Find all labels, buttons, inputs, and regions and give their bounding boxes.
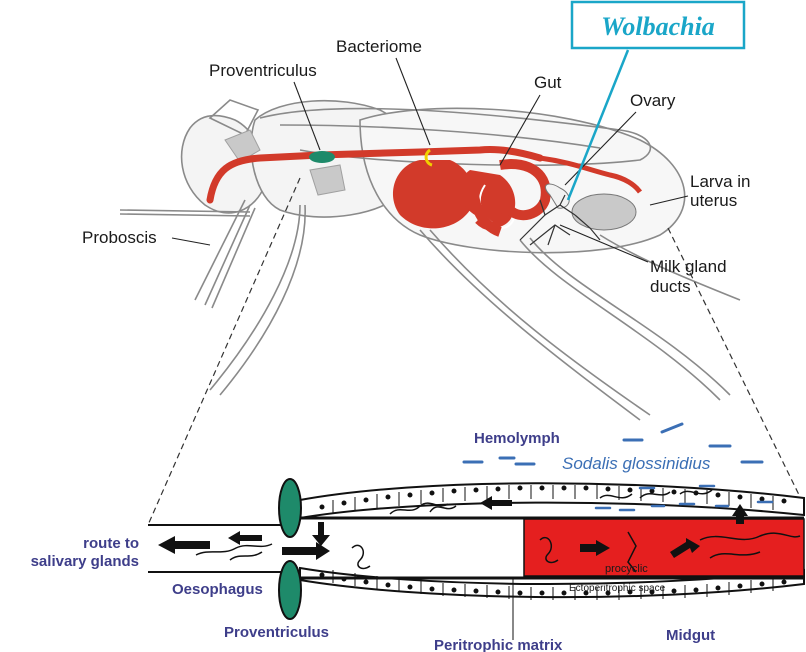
hemolymph-label: Hemolymph [474,430,560,447]
fly-body-outline [120,100,740,420]
proboscis-label: Proboscis [82,228,157,247]
larva-in-uterus [572,194,636,230]
sodalis-label: Sodalis glossinidius [562,454,711,473]
larva-label-line1: Larva in [690,172,750,191]
milk-gland-label-line2: ducts [650,277,691,296]
proventriculus-organ [309,151,335,163]
peritrophic-matrix-label: Peritrophic matrix [434,637,563,652]
wolbachia-label: Wolbachia [601,12,715,41]
gut-label: Gut [534,73,562,92]
oesophagus-label: Oesophagus [172,581,263,598]
bacteriome-label: Bacteriome [336,37,422,56]
proventriculus-bottom-label: Proventriculus [224,624,329,641]
larva-label-line2: uterus [690,191,737,210]
route-label-line2: salivary glands [31,553,139,570]
milk-gland-label-line1: Milk gland [650,257,727,276]
midgut-lumen-blood [524,519,804,576]
midgut-epithelium-upper [300,483,804,518]
proventriculus-top-label: Proventriculus [209,61,317,80]
ectoperitrophic-label: Ectoperitrophic space [569,583,666,594]
route-label-line1: route to [83,535,139,552]
procyclic-label: procyclic [605,563,648,575]
ovary-label: Ovary [630,91,676,110]
midgut-label: Midgut [666,627,715,644]
